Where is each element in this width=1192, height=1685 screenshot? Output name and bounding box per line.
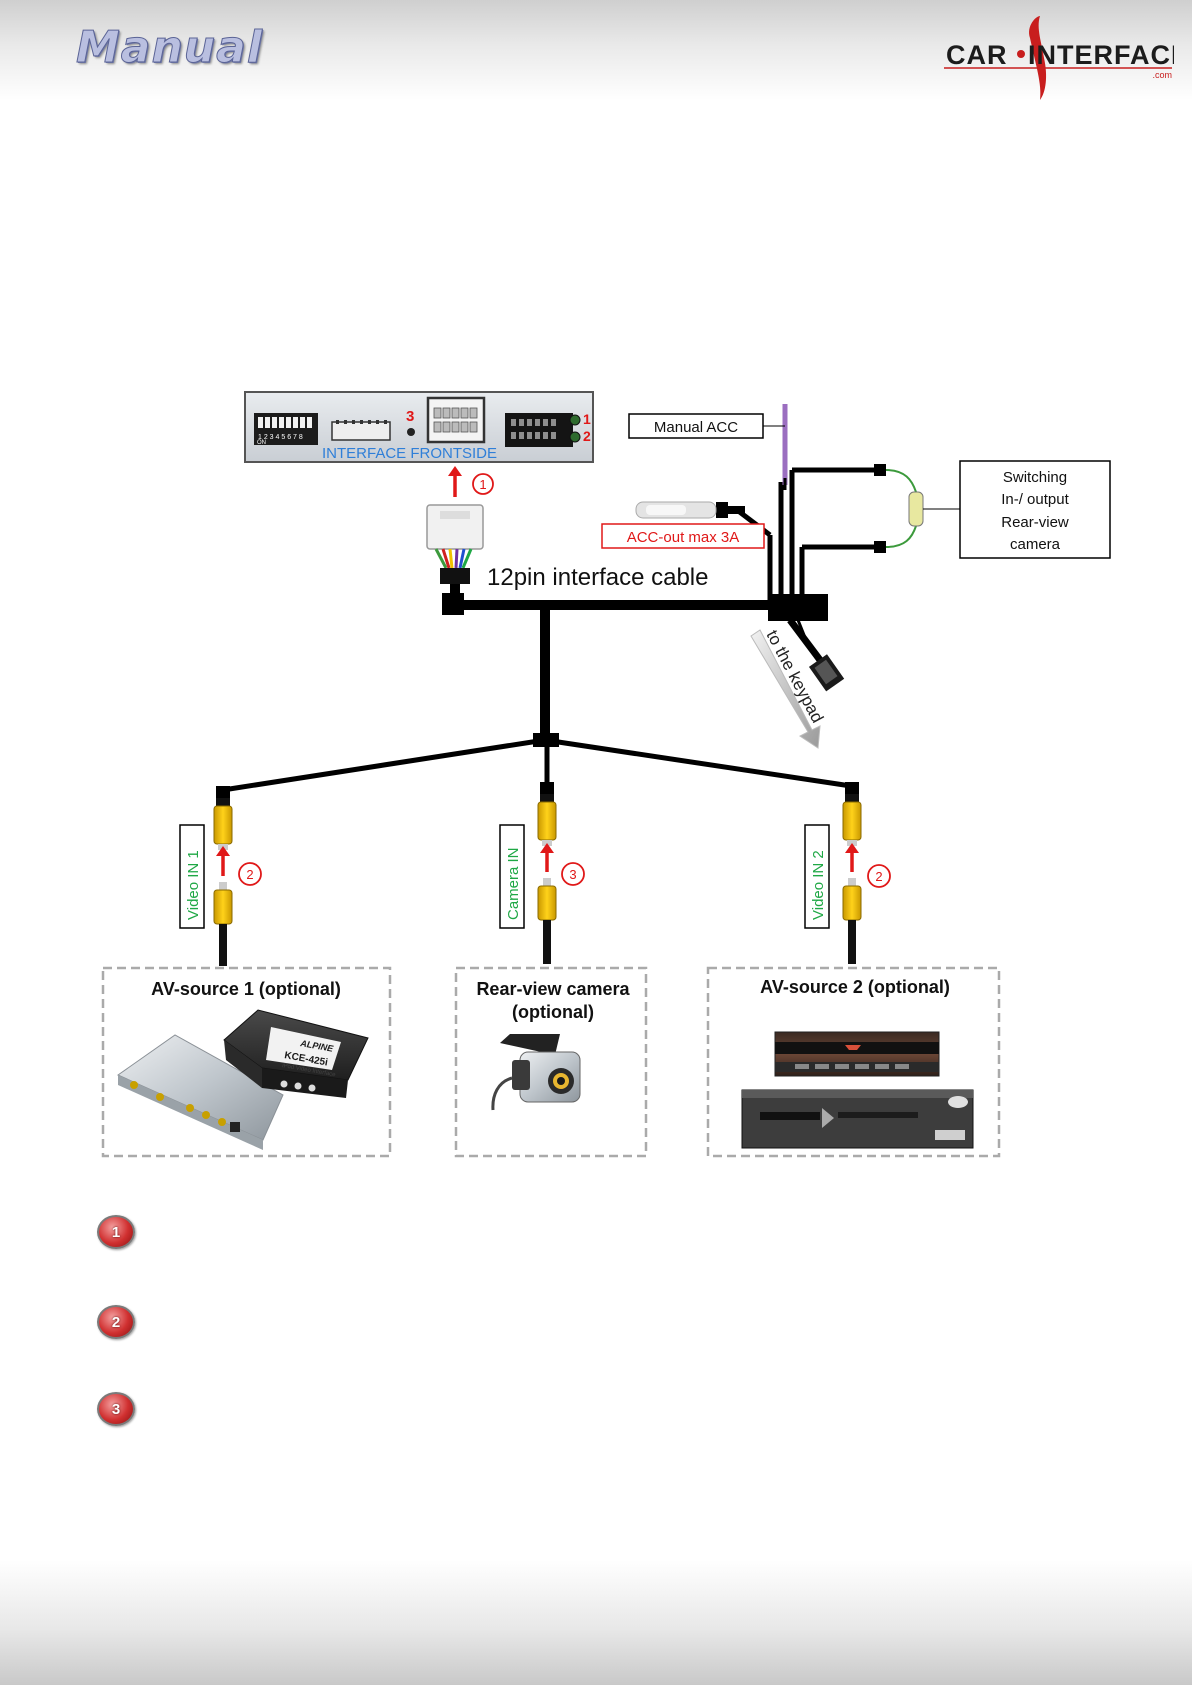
av-source-1-box: AV-source 1 (optional) ALPINE KCE-425i i… — [101, 966, 392, 1158]
legend-badge-3: 3 — [97, 1392, 135, 1426]
acc-out-label: ACC-out max 3A — [627, 529, 740, 546]
switching-line-1: Switching — [1003, 469, 1067, 486]
interface-frontside-label: INTERFACE FRONTSIDE — [322, 445, 497, 462]
step-3-number: 3 — [569, 867, 576, 882]
step-2-right-number: 2 — [875, 869, 882, 884]
manual-acc-label: Manual ACC — [654, 419, 738, 436]
video-in-1-label: Video IN 1 — [185, 850, 202, 920]
camera-in-label: Camera IN — [505, 847, 522, 920]
car-interface-logo: CAR INTERFACE .com — [944, 16, 1174, 100]
dip-numbers: 1 2 3 4 5 6 7 8 — [258, 434, 303, 441]
dip-on-label: ON — [257, 440, 266, 446]
rca-column-3 — [842, 782, 862, 964]
header-band — [0, 0, 1192, 100]
step-1-number: 1 — [479, 477, 486, 492]
switching-line-3: Rear-view — [1001, 514, 1069, 531]
switching-line-2: In-/ output — [1001, 491, 1069, 508]
av-source-1-label: AV-source 1 (optional) — [151, 979, 341, 999]
switching-wires — [885, 469, 924, 548]
legend-badge-1: 1 — [97, 1215, 135, 1249]
switching-line-4: camera — [1010, 536, 1061, 553]
rear-camera-box: Rear-view camera (optional) — [454, 966, 648, 1158]
rear-camera-label-line-2: (optional) — [512, 1002, 594, 1022]
interface-box: 1 2 3 4 5 6 7 8 ON — [244, 391, 594, 463]
12pin-plug — [426, 504, 484, 584]
keypad-plug — [808, 654, 845, 692]
av-source-2-box: AV-source 2 (optional) — [706, 966, 1001, 1158]
rear-camera-label-line-1: Rear-view camera — [476, 979, 630, 999]
arrow-step-1: 1 — [448, 466, 494, 497]
keypad-arrow: to the keypad — [750, 627, 827, 749]
port-label-2: 2 — [583, 428, 591, 444]
rca-column-2 — [537, 782, 557, 964]
page-title: Manual — [76, 22, 263, 74]
acc-out-fuse — [635, 501, 717, 519]
step-2-left-number: 2 — [246, 867, 253, 882]
rca-column-1 — [213, 786, 233, 966]
logo-text-right: INTERFACE — [1028, 40, 1174, 70]
logo-text-left: CAR — [946, 40, 1008, 70]
main-harness — [222, 467, 880, 793]
port-label-1: 1 — [583, 411, 591, 427]
port-label-3: 3 — [406, 408, 414, 425]
av-source-2-label: AV-source 2 (optional) — [760, 977, 950, 997]
legend-badge-2: 2 — [97, 1305, 135, 1339]
logo-suffix: .com — [1152, 70, 1172, 80]
video-in-2-label: Video IN 2 — [810, 850, 827, 920]
cable-label: 12pin interface cable — [487, 564, 708, 591]
footer-band — [0, 1560, 1192, 1685]
